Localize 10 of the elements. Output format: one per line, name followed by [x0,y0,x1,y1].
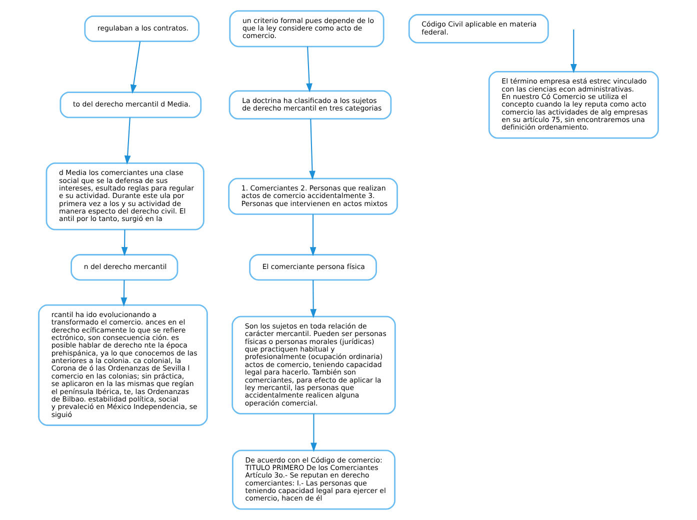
arrow [130,41,141,94]
arrow [570,29,577,74]
arrow [309,118,316,180]
arrow [310,280,317,318]
arrow [121,230,128,256]
arrow [124,118,131,165]
arrow [306,46,312,92]
arrow [310,414,317,452]
arrow [310,214,316,256]
arrow [120,280,128,307]
